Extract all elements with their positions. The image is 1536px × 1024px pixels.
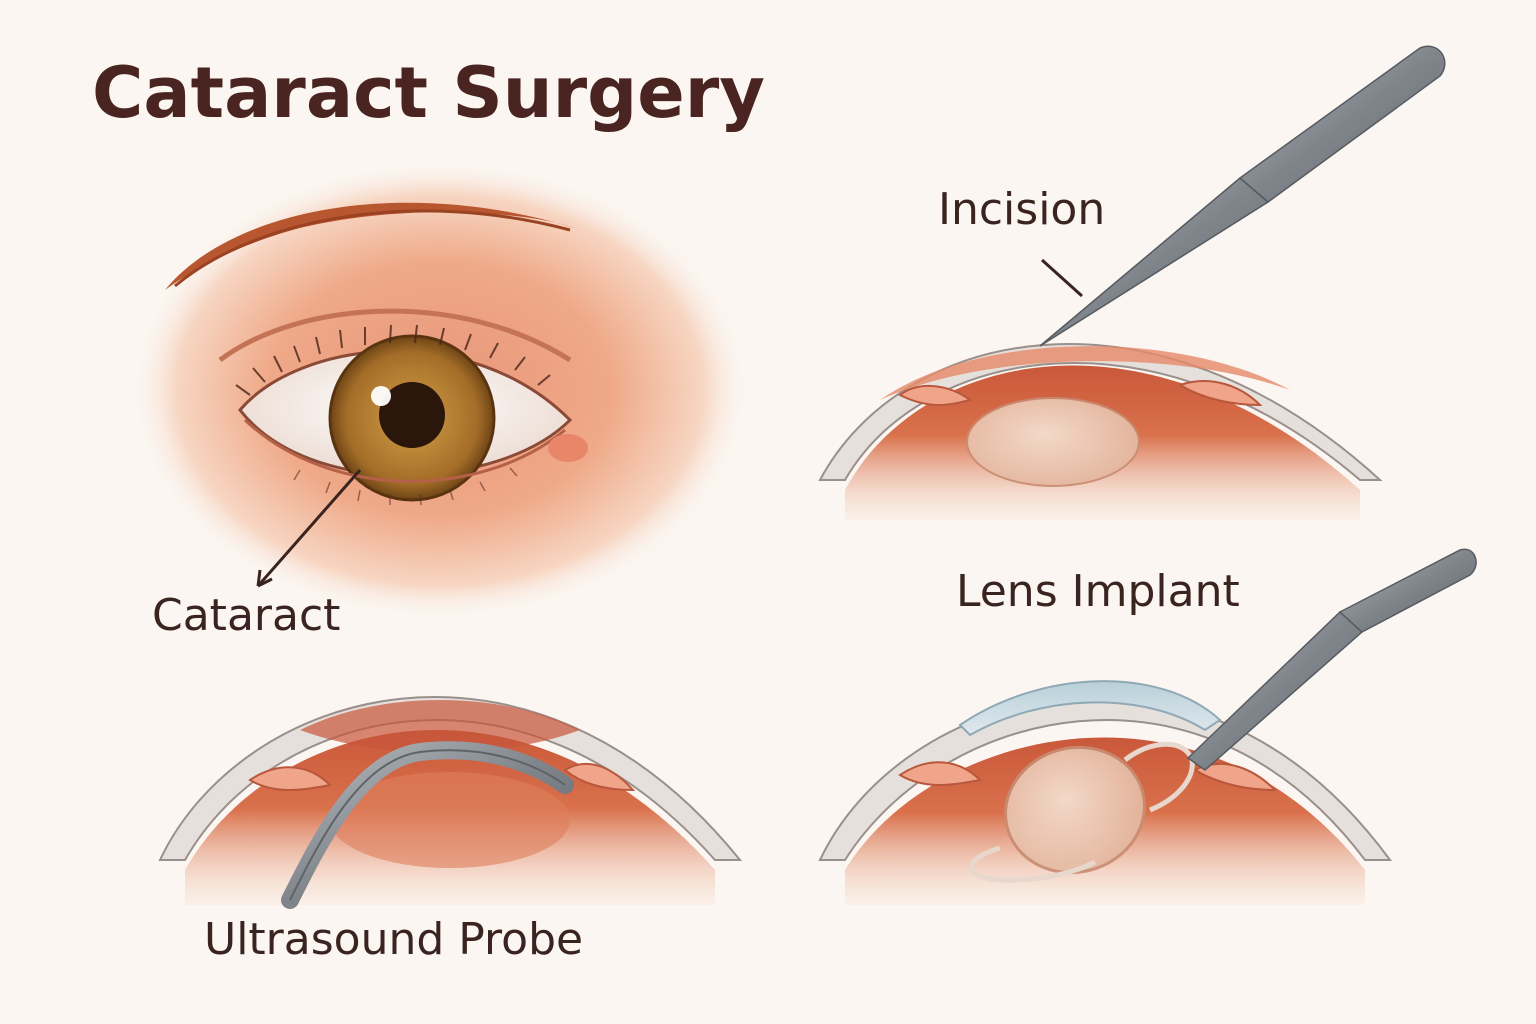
incision-pointer [1040, 258, 1084, 298]
page-title: Cataract Surgery [92, 52, 765, 134]
lens-implant-cross-section [818, 548, 1477, 905]
cataract-pointer [256, 469, 362, 587]
ultrasound-cross-section [158, 696, 743, 909]
ultrasound-probe-label: Ultrasound Probe [204, 914, 584, 965]
cataract-label: Cataract [152, 590, 341, 641]
eye-highlight [371, 386, 391, 406]
cornea-outer [158, 696, 743, 861]
external-eye [130, 160, 750, 620]
haptic-bottom [968, 845, 1097, 883]
incision-label: Incision [938, 184, 1106, 235]
eyebrow [165, 202, 575, 290]
lens-injector [1186, 610, 1364, 771]
cornea-blue [958, 680, 1222, 737]
pupil [379, 382, 445, 448]
natural-lens [966, 397, 1140, 487]
lens-implant-label: Lens Implant [956, 566, 1240, 617]
cornea-outer [818, 696, 1392, 861]
incision-cross-section [818, 45, 1446, 520]
lens-implant [1004, 745, 1146, 875]
